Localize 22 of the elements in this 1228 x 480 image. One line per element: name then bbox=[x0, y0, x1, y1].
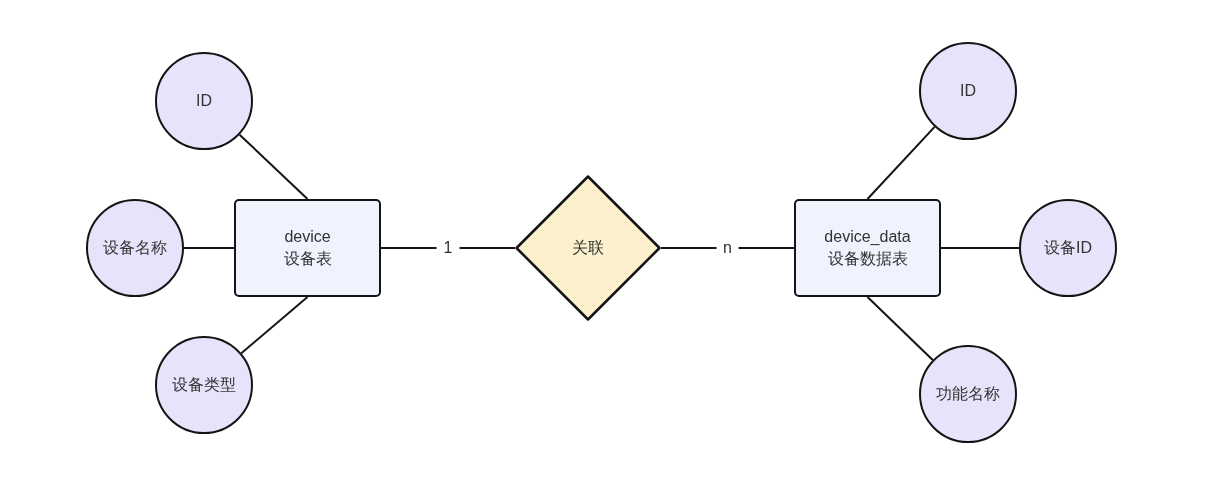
relationship-name: 关联 bbox=[572, 237, 604, 258]
table-name: device bbox=[284, 226, 331, 247]
connector-line bbox=[380, 247, 516, 249]
table-name: 设备表 bbox=[283, 249, 332, 269]
attribute-name: 设备ID bbox=[1044, 237, 1092, 258]
connector-line bbox=[183, 247, 235, 249]
connector-line bbox=[238, 133, 309, 200]
relationship-diamond bbox=[515, 175, 661, 321]
table-name: 设备数据表 bbox=[827, 249, 908, 269]
connector-line bbox=[660, 247, 795, 249]
attribute-name: 设备类型 bbox=[172, 374, 236, 395]
attribute-name: ID bbox=[960, 80, 976, 101]
attribute-name: ID bbox=[196, 90, 212, 111]
attribute-name: 设备名称 bbox=[103, 237, 167, 258]
attribute-name: 功能名称 bbox=[936, 383, 1000, 404]
entity-box bbox=[794, 199, 941, 297]
connector-line bbox=[940, 247, 1020, 249]
table-name: device_data bbox=[824, 226, 911, 247]
connector-line bbox=[240, 296, 309, 355]
connector-line bbox=[866, 296, 934, 361]
connector-line bbox=[866, 125, 936, 200]
entity-box bbox=[234, 199, 381, 297]
